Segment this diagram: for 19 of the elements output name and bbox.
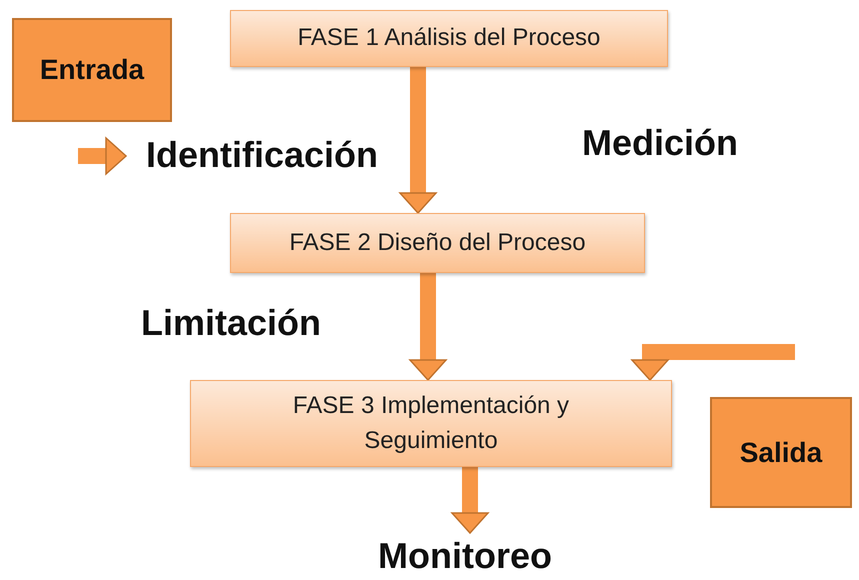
phase-box [230, 10, 668, 67]
block-arrow [451, 467, 489, 534]
phase-box [190, 380, 672, 467]
block-arrow [78, 137, 127, 175]
stage-label: Limitación [140, 302, 322, 344]
box-label: FASE 3 Implementación y Seguimiento [292, 390, 570, 456]
input-output-box [710, 397, 852, 508]
input-output-box [12, 18, 172, 122]
box-label: FASE 1 Análisis del Proceso [298, 23, 600, 54]
box-label: Salida [740, 436, 822, 468]
stage-label: Identificación [146, 134, 378, 176]
phase-box [230, 213, 645, 273]
stage-label: Monitoreo [378, 535, 552, 577]
block-arrow [399, 67, 437, 214]
block-arrow [409, 273, 447, 381]
box-label: Entrada [40, 54, 144, 86]
stage-label: Medición [582, 122, 738, 164]
box-label: FASE 2 Diseño del Proceso [289, 228, 586, 258]
block-arrow [631, 344, 795, 381]
